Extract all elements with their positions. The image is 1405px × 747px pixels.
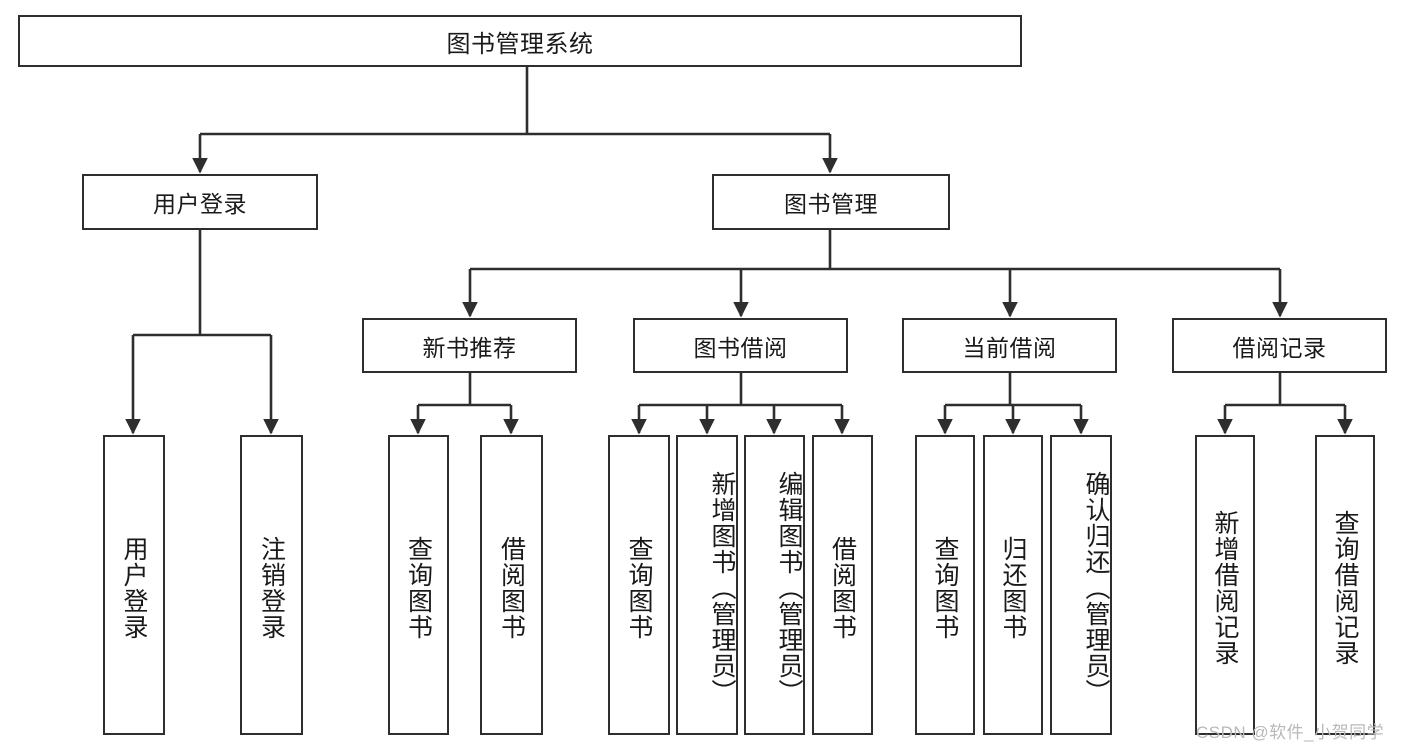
node-user-login[interactable]: 用户登录: [82, 174, 318, 230]
leaf-query-book-recommend[interactable]: 查询图书: [388, 435, 449, 735]
node-root[interactable]: 图书管理系统: [18, 15, 1022, 67]
leaf-edit-book-admin[interactable]: 编辑图书（管理员）: [744, 435, 805, 735]
node-new-book-recommend[interactable]: 新书推荐: [362, 318, 577, 373]
node-book-borrow[interactable]: 图书借阅: [633, 318, 848, 373]
leaf-user-login[interactable]: 用户登录: [103, 435, 165, 735]
leaf-confirm-return-admin[interactable]: 确认归还（管理员）: [1050, 435, 1112, 735]
csdn-watermark: CSDN @软件_小贺同学: [1196, 723, 1385, 742]
leaf-query-book-borrow[interactable]: 查询图书: [608, 435, 670, 735]
node-current-borrow[interactable]: 当前借阅: [902, 318, 1117, 373]
leaf-query-book-current[interactable]: 查询图书: [915, 435, 975, 735]
leaf-logout[interactable]: 注销登录: [240, 435, 303, 735]
leaf-query-borrow-record[interactable]: 查询借阅记录: [1315, 435, 1375, 735]
leaf-add-borrow-record[interactable]: 新增借阅记录: [1195, 435, 1255, 735]
leaf-return-book[interactable]: 归还图书: [983, 435, 1043, 735]
leaf-borrow-book-recommend[interactable]: 借阅图书: [480, 435, 543, 735]
leaf-add-book-admin[interactable]: 新增图书（管理员）: [676, 435, 738, 735]
node-book-manage[interactable]: 图书管理: [712, 174, 950, 230]
leaf-borrow-book[interactable]: 借阅图书: [812, 435, 873, 735]
node-borrow-record[interactable]: 借阅记录: [1172, 318, 1387, 373]
